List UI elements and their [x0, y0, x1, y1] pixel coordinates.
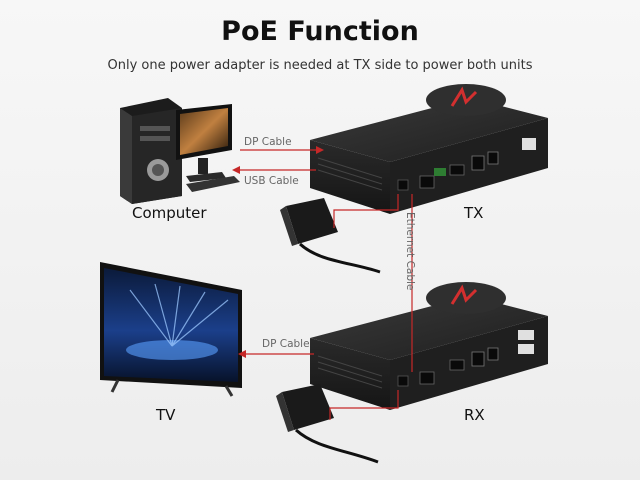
tx-label: TX	[464, 204, 484, 222]
usb-cable-label: USB Cable	[244, 175, 299, 187]
rx-label: RX	[464, 406, 485, 424]
tx-extender-box	[310, 84, 548, 214]
dp-top-arrow-icon	[316, 146, 324, 154]
dp-cable-top-label: DP Cable	[244, 136, 292, 148]
page-title: PoE Function	[221, 16, 419, 47]
page-subtitle: Only one power adapter is needed at TX s…	[107, 58, 533, 73]
computer-illustration	[120, 98, 240, 204]
computer-label: Computer	[132, 204, 207, 222]
ethernet-cable-label: Ethernet Cable	[404, 212, 416, 291]
dp-cable-bottom-label: DP Cable	[262, 338, 310, 350]
usb-arrow-icon	[232, 166, 240, 174]
rx-extender-box	[310, 282, 548, 410]
tv-illustration	[100, 262, 242, 397]
power-adapter-rx	[276, 384, 379, 464]
tx-power-line	[333, 194, 399, 228]
tv-label: TV	[156, 406, 176, 424]
rx-power-line	[329, 390, 399, 420]
dp-bottom-arrow-icon	[238, 350, 246, 358]
power-adapter-tx	[280, 198, 381, 274]
